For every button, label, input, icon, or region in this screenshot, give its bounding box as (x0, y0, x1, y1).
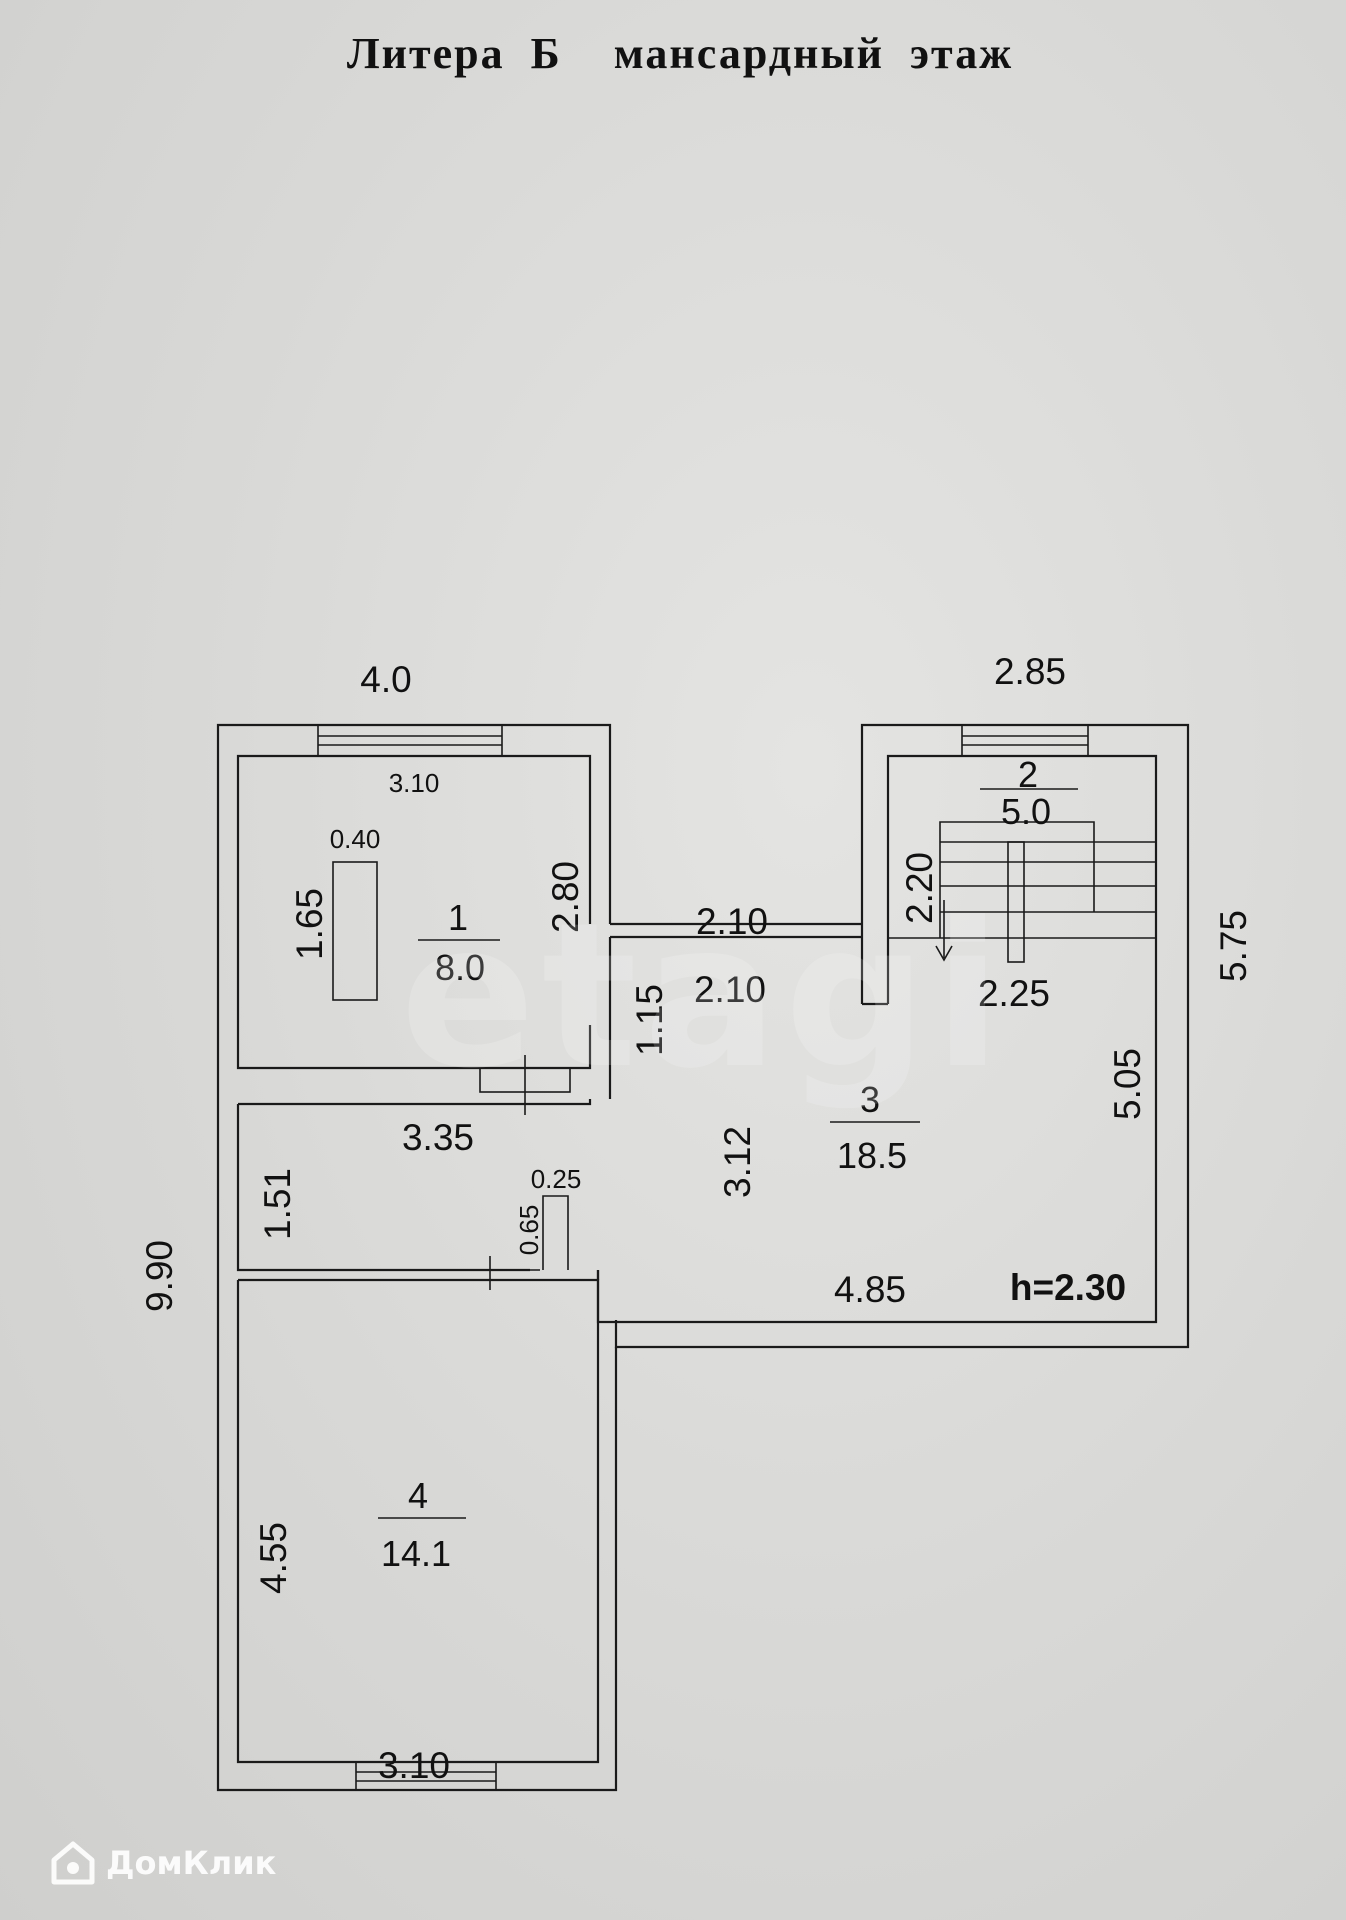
dim-room3-right: 5.05 (1107, 1048, 1148, 1120)
svg-text:1: 1 (448, 897, 468, 938)
dim-room1-item-width: 0.40 (330, 824, 381, 854)
svg-text:18.5: 18.5 (837, 1135, 907, 1176)
domclick-watermark: ДомКлик (50, 1838, 276, 1888)
dim-room3-left-width: 3.35 (402, 1117, 474, 1158)
room-label-2: 2 5.0 (1001, 754, 1051, 832)
dim-room3-height: 3.12 (717, 1126, 758, 1198)
room-label-1: 1 8.0 (418, 897, 500, 988)
dim-stair-width: 2.20 (899, 852, 940, 924)
dim-outer-top-left: 4.0 (360, 659, 411, 700)
room-label-4: 4 14.1 (378, 1475, 466, 1574)
room-1-walls (216, 723, 612, 1115)
room-label-3: 3 18.5 (830, 1079, 920, 1176)
svg-text:5.0: 5.0 (1001, 791, 1051, 832)
ceiling-height-label: h=2.30 (1010, 1267, 1126, 1308)
dim-corridor-upper: 2.10 (696, 901, 768, 942)
dim-stair-bottom: 2.25 (978, 973, 1050, 1014)
svg-text:3: 3 (860, 1079, 880, 1120)
dim-room1-top: 3.10 (389, 768, 440, 798)
dim-room1-left: 1.65 (289, 888, 330, 960)
page-title: Литера Б мансардный этаж (346, 29, 1014, 78)
dim-pillar-width: 0.25 (531, 1164, 582, 1194)
dim-corridor-lower: 2.10 (694, 969, 766, 1010)
svg-text:4: 4 (408, 1475, 428, 1516)
svg-text:2: 2 (1018, 754, 1038, 795)
svg-text:14.1: 14.1 (381, 1533, 451, 1574)
dim-outer-right: 5.75 (1213, 910, 1254, 982)
svg-text:8.0: 8.0 (435, 947, 485, 988)
watermark-text: ДомКлик (106, 1844, 277, 1882)
dim-outer-left: 9.90 (139, 1240, 180, 1312)
dim-passage-height: 1.15 (629, 984, 670, 1056)
dim-room3-side: 1.51 (257, 1168, 298, 1240)
room-3-4-walls (216, 1040, 618, 1792)
dim-pillar-height: 0.65 (514, 1205, 544, 1256)
house-logo-icon (51, 1841, 95, 1885)
dim-room4-bottom: 3.10 (378, 1745, 450, 1786)
dim-room3-bottom: 4.85 (834, 1269, 906, 1310)
dim-room4-left: 4.55 (253, 1522, 294, 1594)
etagi-watermark: etagi (400, 880, 1008, 1113)
corridor-walls (608, 922, 862, 1099)
dim-outer-top-right: 2.85 (994, 651, 1066, 692)
dim-room1-right: 2.80 (545, 861, 586, 933)
